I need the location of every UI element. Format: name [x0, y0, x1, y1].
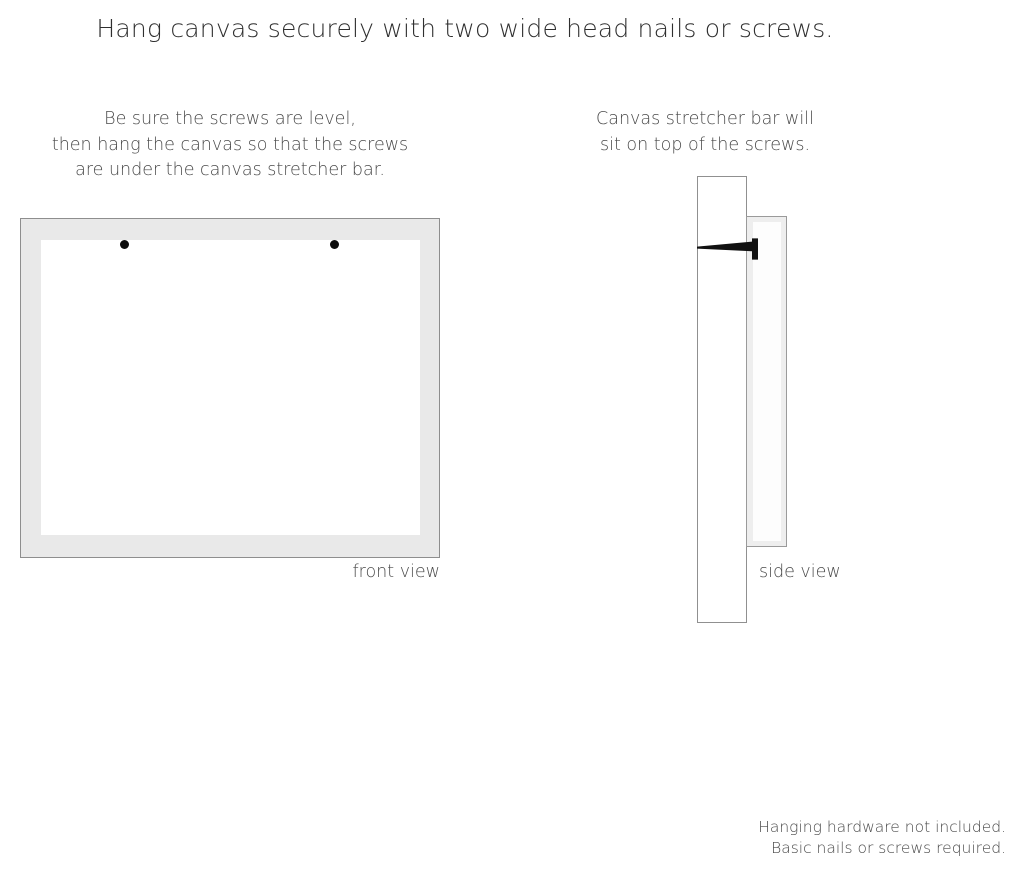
- side-view-label: side view: [759, 562, 841, 582]
- front-view-label: front view: [352, 562, 441, 582]
- side-view-caption: Canvas stretcher bar will sit on top of …: [585, 107, 825, 158]
- screw-head-right-icon: [330, 240, 339, 249]
- front-view-caption-line-3: are under the canvas stretcher bar.: [75, 160, 385, 180]
- front-view-caption-line-2: then hang the canvas so that the screws: [51, 134, 409, 155]
- footer-note-line-2: Basic nails or screws required.: [771, 838, 1006, 857]
- page-title: Hang canvas securely with two wide head …: [96, 14, 834, 43]
- footer-note: Hanging hardware not included. Basic nai…: [758, 817, 1006, 858]
- canvas-stretcher-bar-inner: [753, 222, 781, 541]
- side-view-diagram: [697, 176, 817, 626]
- footer-note-line-1: Hanging hardware not included.: [758, 818, 1006, 836]
- side-view-caption-line-1: Canvas stretcher bar will: [596, 109, 814, 129]
- front-view-caption-line-1: Be sure the screws are level,: [104, 109, 356, 129]
- canvas-face: [41, 240, 420, 535]
- front-view-diagram: [20, 218, 440, 558]
- nail-side-icon: [697, 238, 763, 260]
- front-view-caption: Be sure the screws are level, then hang …: [20, 107, 440, 184]
- screw-head-left-icon: [120, 240, 129, 249]
- side-view-caption-line-2: sit on top of the screws.: [599, 134, 811, 155]
